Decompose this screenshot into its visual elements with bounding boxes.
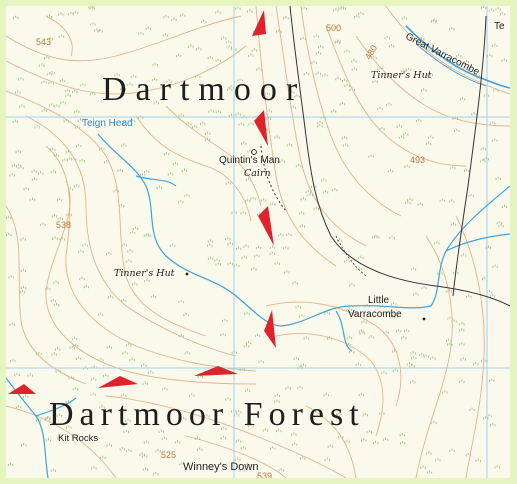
boundary-marker <box>264 310 276 348</box>
map-canvas[interactable] <box>6 6 510 478</box>
spot-height: 525 <box>161 450 177 460</box>
spot-height: 539 <box>257 471 273 479</box>
quintins-man-label: Quintin's Man <box>219 155 280 166</box>
quintins-man-cairn-label: Cairn <box>244 168 271 179</box>
forest-label: Dartmoor Forest <box>49 396 365 433</box>
tinners-hut-west-label: Tinner's Hut <box>114 268 175 279</box>
spot-height: 538 <box>56 220 72 230</box>
hut-symbol-east <box>422 317 426 321</box>
top-right-fragment-label: Te <box>494 21 505 32</box>
tracks <box>260 6 510 307</box>
winneys-down-label: Winney's Down <box>183 461 259 473</box>
boundary-marker <box>254 110 268 146</box>
boundary-marker <box>194 366 238 376</box>
boundary-markers <box>8 10 276 394</box>
spot-height: 493 <box>410 155 426 165</box>
little-varracombe-label-line1: Little <box>368 295 390 306</box>
boundary-marker <box>258 206 274 246</box>
contour-lines <box>6 6 510 478</box>
boundary-marker <box>252 10 266 36</box>
spot-height: 500 <box>326 23 342 33</box>
tinners-hut-east-label: Tinner's Hut <box>371 70 432 81</box>
spot-height: 543 <box>36 37 52 47</box>
point-symbols <box>185 149 426 321</box>
kit-rocks-label: Kit Rocks <box>58 433 99 444</box>
region-label: Dartmoor <box>102 71 307 108</box>
teign-head-label: Teign Head <box>82 118 133 129</box>
cairn-symbol <box>251 149 257 155</box>
map-frame[interactable]: Dartmoor Dartmoor Forest Teign Head Quin… <box>6 6 510 478</box>
little-varracombe-label-line2: Varracombe <box>348 309 402 320</box>
hut-symbol-west <box>185 272 189 276</box>
boundary-marker <box>8 384 36 394</box>
boundary-marker <box>98 376 138 388</box>
grid-lines <box>6 6 510 478</box>
